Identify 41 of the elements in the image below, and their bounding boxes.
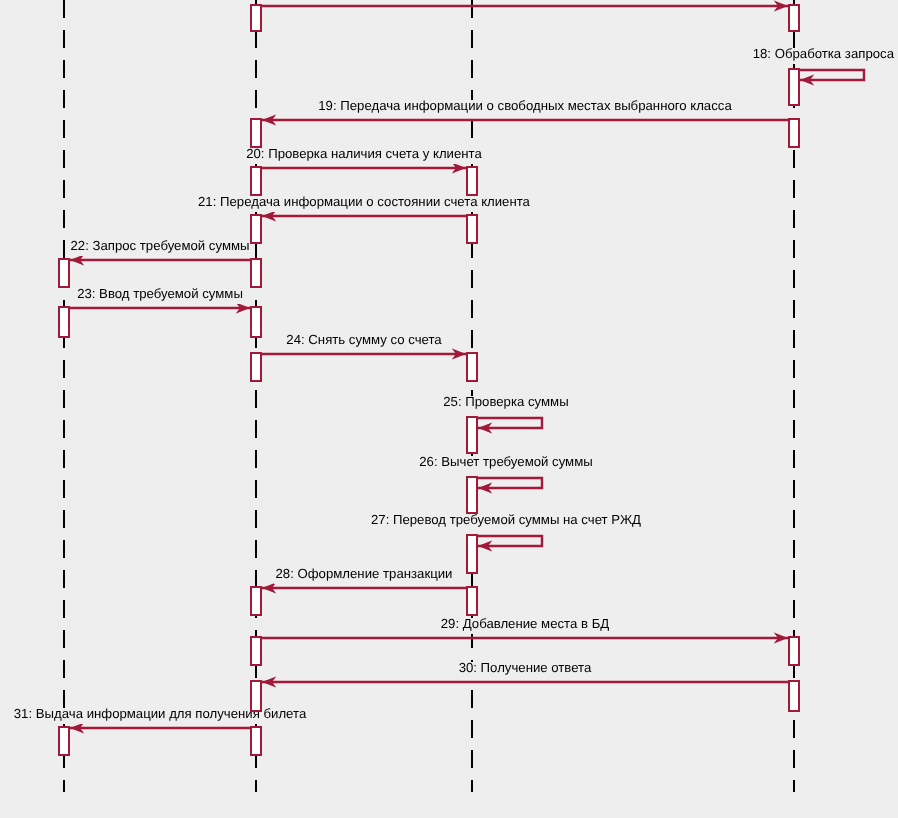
- message-arrow: [70, 722, 250, 734]
- self-message-arrow: [478, 416, 544, 434]
- activation-bar: [250, 4, 262, 32]
- activation-bar: [58, 306, 70, 338]
- message-arrow: [70, 254, 250, 266]
- activation-bar: [250, 586, 262, 616]
- activation-bar: [58, 726, 70, 756]
- activation-bar: [466, 166, 478, 196]
- activation-bar: [466, 416, 478, 454]
- message-arrow: [262, 632, 788, 644]
- activation-bar: [466, 352, 478, 382]
- activation-bar: [250, 258, 262, 288]
- self-message-arrow: [478, 476, 544, 494]
- activation-bar: [788, 4, 800, 32]
- message-arrow: [262, 0, 788, 12]
- message-arrow: [70, 302, 250, 314]
- self-message-arrow: [800, 68, 866, 86]
- message-arrow: [262, 114, 788, 126]
- message-arrow: [262, 348, 466, 360]
- activation-bar: [250, 306, 262, 338]
- message-arrow: [262, 210, 466, 222]
- activation-bar: [466, 476, 478, 514]
- activation-bar: [788, 680, 800, 712]
- activation-bar: [788, 68, 800, 106]
- activation-bar: [788, 118, 800, 148]
- activation-bar: [250, 352, 262, 382]
- activation-bar: [466, 586, 478, 616]
- activation-bar: [250, 726, 262, 756]
- activation-bar: [250, 214, 262, 244]
- activation-bar: [58, 258, 70, 288]
- activation-bar: [250, 118, 262, 148]
- self-message-arrow: [478, 534, 544, 552]
- message-arrow: [262, 676, 788, 688]
- activation-bar: [466, 534, 478, 574]
- message-arrow: [262, 162, 466, 174]
- activation-bar: [466, 214, 478, 244]
- activation-bar: [788, 636, 800, 666]
- activation-bar: [250, 166, 262, 196]
- message-arrow: [262, 582, 466, 594]
- activation-bar: [250, 636, 262, 666]
- activation-bar: [250, 680, 262, 712]
